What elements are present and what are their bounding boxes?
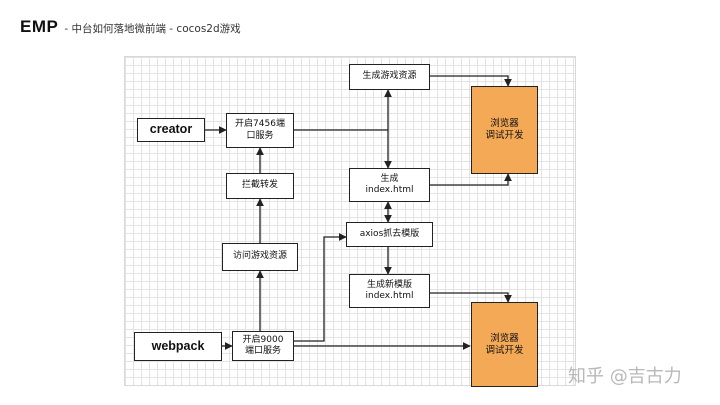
slide-subtitle: - 中台如何落地微前端 - cocos2d游戏 (64, 23, 241, 35)
slide-header: EMP - 中台如何落地微前端 - cocos2d游戏 (20, 17, 241, 39)
node-browser-bottom: 浏览器 调试开发 (471, 302, 538, 387)
watermark: 知乎 @吉古力 (568, 366, 682, 387)
node-gen-new: 生成新模版 index.html (349, 274, 430, 308)
brand-title: EMP (20, 17, 59, 36)
node-axios: axios抓去模版 (346, 222, 433, 247)
node-gen-index: 生成 index.html (349, 168, 430, 202)
node-webpack: webpack (134, 332, 222, 361)
node-browser-top: 浏览器 调试开发 (471, 86, 538, 174)
node-creator: creator (137, 118, 205, 142)
node-intercept: 拦截转发 (226, 173, 294, 199)
node-port7456: 开启7456端 口服务 (226, 113, 294, 148)
node-port9000: 开启9000 端口服务 (232, 331, 294, 361)
node-gen-assets: 生成游戏资源 (349, 64, 430, 90)
node-access-assets: 访问游戏资源 (222, 243, 298, 271)
